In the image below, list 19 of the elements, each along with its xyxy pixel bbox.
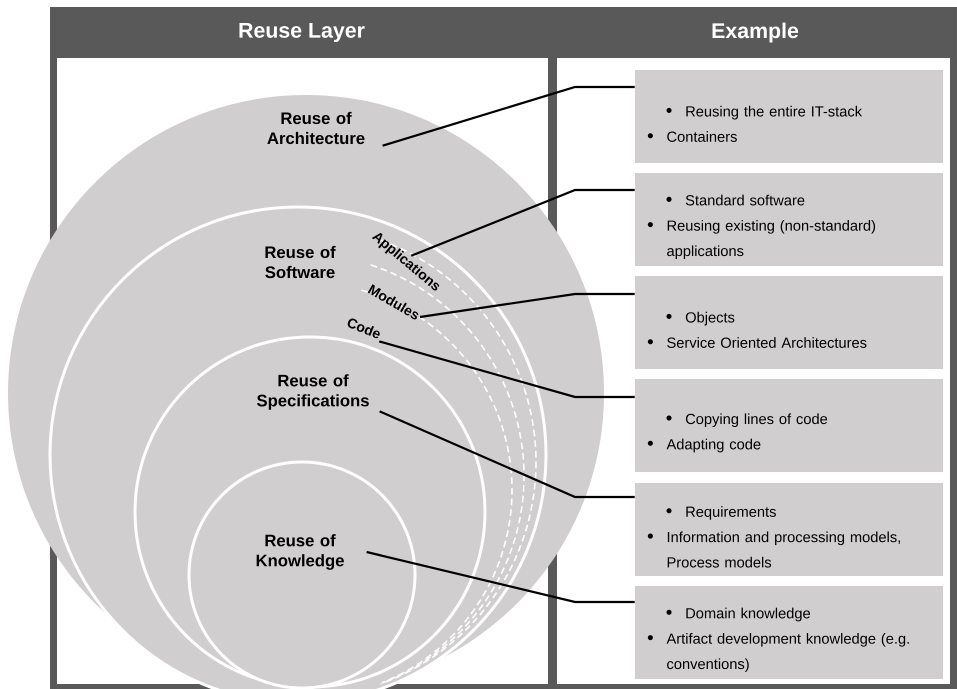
example-box: Requirements Information and processing models, Process models bbox=[635, 483, 943, 576]
leader-line bbox=[366, 550, 635, 604]
example-box: Copying lines of code Adapting code bbox=[635, 379, 943, 472]
layer-label: Code bbox=[348, 318, 380, 338]
leader-line bbox=[379, 410, 635, 498]
example-box: Standard software Reusing existing (non-standard) applications bbox=[635, 173, 943, 266]
node-label: Reuse of Knowledge bbox=[256, 534, 344, 570]
leader-line bbox=[378, 340, 635, 398]
leader-line bbox=[410, 188, 635, 257]
example-box: Objects Service Oriented Architectures bbox=[635, 276, 943, 369]
node-label: Reuse Layer bbox=[239, 22, 365, 42]
header-band: Example bbox=[553, 7, 957, 58]
leader-line bbox=[420, 292, 635, 318]
example-box: Reusing the entire IT-stack Containers bbox=[635, 70, 943, 163]
header-band: Reuse Layer bbox=[50, 7, 553, 58]
example-box: Domain knowledge Artifact development knowledge (e.g. conventions) bbox=[635, 586, 943, 679]
leader-line bbox=[382, 86, 635, 147]
node-label: Reuse of Software bbox=[265, 246, 336, 278]
node-label: Example bbox=[712, 22, 798, 42]
